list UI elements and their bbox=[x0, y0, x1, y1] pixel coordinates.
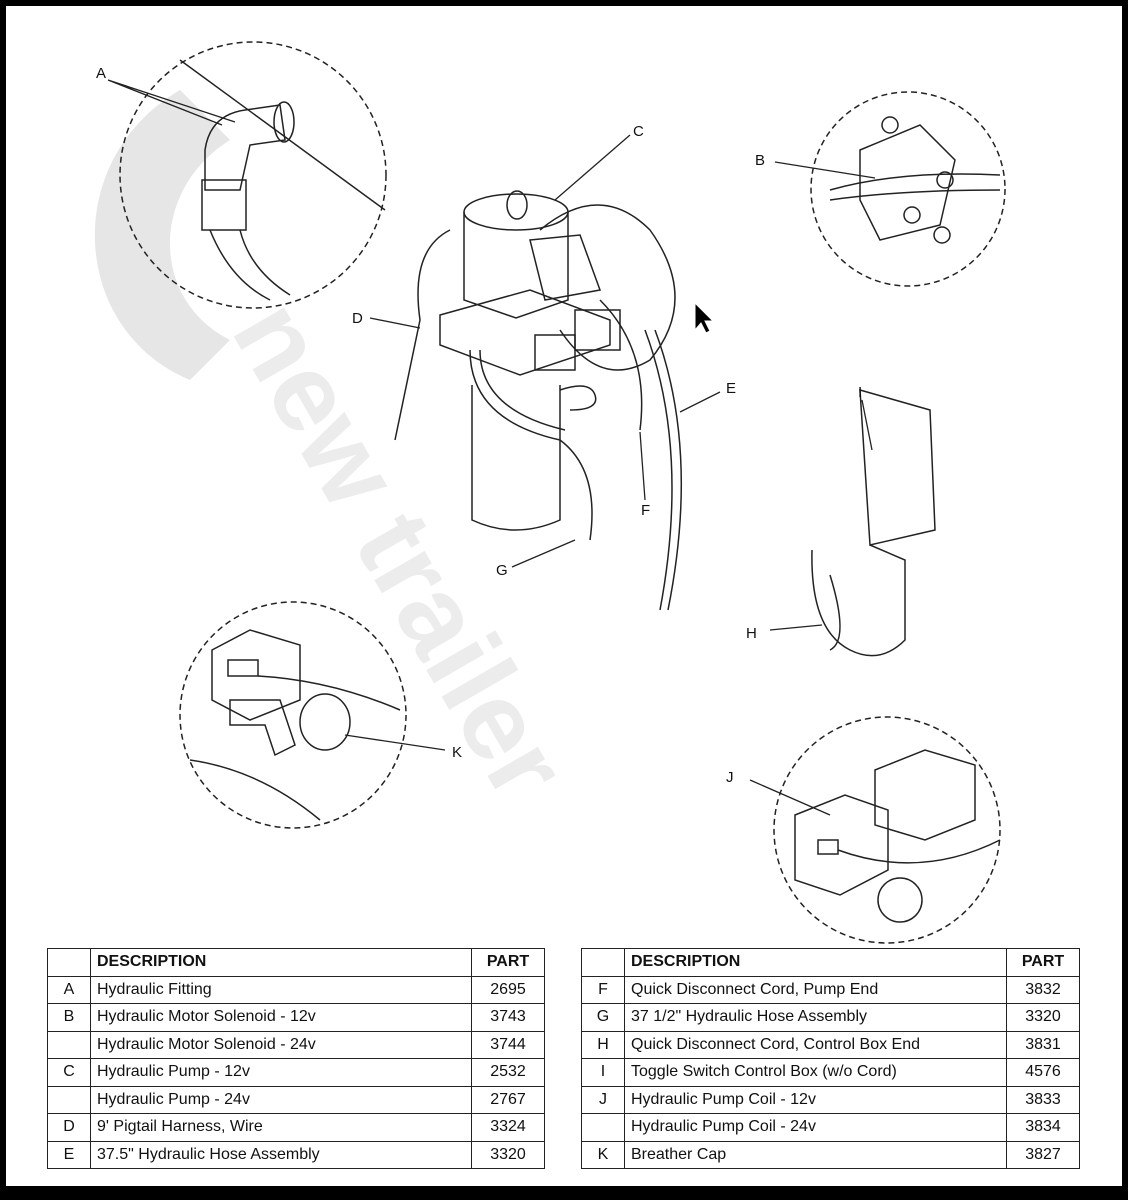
header-description: DESCRIPTION bbox=[90, 948, 472, 977]
table-header-row: DESCRIPTION PART bbox=[581, 948, 1080, 977]
row-part: 3833 bbox=[1006, 1085, 1080, 1114]
row-letter: G bbox=[581, 1003, 625, 1032]
header-description: DESCRIPTION bbox=[624, 948, 1007, 977]
row-letter bbox=[47, 1030, 91, 1059]
row-description: Hydraulic Motor Solenoid - 12v bbox=[90, 1003, 472, 1032]
row-description: 9' Pigtail Harness, Wire bbox=[90, 1113, 472, 1142]
callout-i: I bbox=[858, 384, 862, 401]
row-part: 2767 bbox=[471, 1085, 545, 1114]
row-letter bbox=[581, 1113, 625, 1142]
callout-k: K bbox=[452, 744, 462, 761]
watermark-logo: new trailer bbox=[94, 90, 591, 819]
row-description: Hydraulic Pump - 12v bbox=[90, 1058, 472, 1087]
mouse-cursor-icon bbox=[694, 301, 715, 334]
row-part: 3320 bbox=[471, 1140, 545, 1169]
row-part: 2532 bbox=[471, 1058, 545, 1087]
callout-f: F bbox=[641, 502, 650, 519]
hydraulic-pump-assembly bbox=[394, 190, 936, 657]
callout-a: A bbox=[96, 65, 106, 82]
row-part: 3743 bbox=[471, 1003, 545, 1032]
callout-labels: A B C D E F G H I J K bbox=[96, 65, 862, 786]
table-header-row: DESCRIPTION PART bbox=[47, 948, 545, 977]
row-letter: J bbox=[581, 1085, 625, 1114]
row-part: 3320 bbox=[1006, 1003, 1080, 1032]
callout-d: D bbox=[352, 310, 363, 327]
row-description: Toggle Switch Control Box (w/o Cord) bbox=[624, 1058, 1007, 1087]
row-part: 2695 bbox=[471, 975, 545, 1004]
row-part: 3831 bbox=[1006, 1030, 1080, 1059]
row-part: 3827 bbox=[1006, 1140, 1080, 1169]
row-description: Hydraulic Motor Solenoid - 24v bbox=[90, 1030, 472, 1059]
exploded-diagram: new trailer bbox=[94, 41, 1006, 944]
parts-diagram-sheet: new trailer bbox=[6, 6, 1122, 1186]
watermark-text: new trailer bbox=[209, 281, 591, 819]
detail-circle-k bbox=[179, 601, 407, 829]
row-letter: H bbox=[581, 1030, 625, 1059]
header-part: PART bbox=[1006, 948, 1080, 977]
leader-lines bbox=[107, 79, 876, 816]
callout-j: J bbox=[726, 769, 734, 786]
header-part: PART bbox=[471, 948, 545, 977]
row-letter: B bbox=[47, 1003, 91, 1032]
header-letter bbox=[47, 948, 91, 977]
row-letter: C bbox=[47, 1058, 91, 1087]
row-letter: I bbox=[581, 1058, 625, 1087]
row-part: 3832 bbox=[1006, 975, 1080, 1004]
row-description: Hydraulic Pump Coil - 24v bbox=[624, 1113, 1007, 1142]
row-part: 3744 bbox=[471, 1030, 545, 1059]
row-letter: K bbox=[581, 1140, 625, 1169]
detail-circle-b bbox=[810, 91, 1006, 287]
row-part: 3834 bbox=[1006, 1113, 1080, 1142]
callout-g: G bbox=[496, 562, 508, 579]
row-part: 4576 bbox=[1006, 1058, 1080, 1087]
row-letter bbox=[47, 1085, 91, 1114]
callout-b: B bbox=[755, 152, 765, 169]
row-description: Hydraulic Pump Coil - 12v bbox=[624, 1085, 1007, 1114]
header-letter bbox=[581, 948, 625, 977]
row-letter: F bbox=[581, 975, 625, 1004]
row-description: Hydraulic Pump - 24v bbox=[90, 1085, 472, 1114]
detail-circle-j bbox=[773, 716, 1001, 944]
row-letter: A bbox=[47, 975, 91, 1004]
row-description: Quick Disconnect Cord, Pump End bbox=[624, 975, 1007, 1004]
callout-e: E bbox=[726, 380, 736, 397]
row-description: 37 1/2" Hydraulic Hose Assembly bbox=[624, 1003, 1007, 1032]
row-letter: D bbox=[47, 1113, 91, 1142]
row-letter: E bbox=[47, 1140, 91, 1169]
callout-c: C bbox=[633, 123, 644, 140]
row-description: Hydraulic Fitting bbox=[90, 975, 472, 1004]
row-description: Quick Disconnect Cord, Control Box End bbox=[624, 1030, 1007, 1059]
callout-h: H bbox=[746, 625, 757, 642]
row-description: 37.5" Hydraulic Hose Assembly bbox=[90, 1140, 472, 1169]
row-description: Breather Cap bbox=[624, 1140, 1007, 1169]
detail-circle-a bbox=[119, 41, 387, 309]
row-part: 3324 bbox=[471, 1113, 545, 1142]
